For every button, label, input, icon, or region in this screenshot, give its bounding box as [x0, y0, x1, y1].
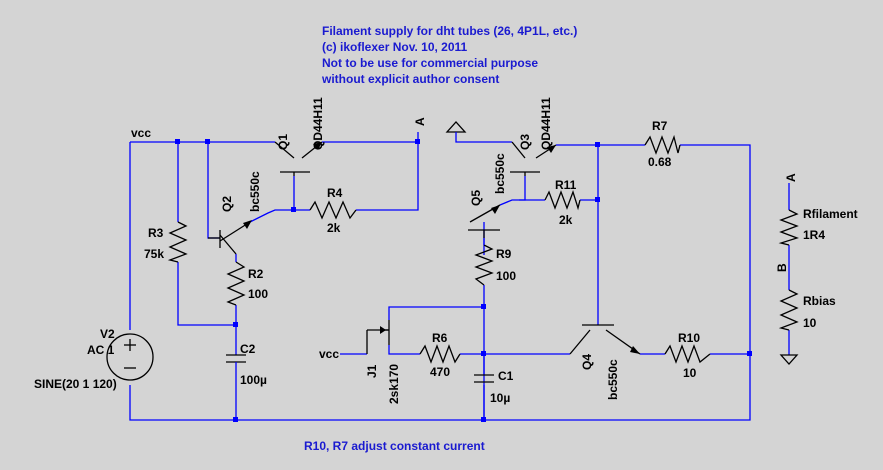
- net-label-vcc-2: vcc: [319, 347, 339, 361]
- label-q2-model: bc550c: [248, 171, 262, 212]
- label-v2-sine: SINE(20 1 120): [34, 377, 117, 391]
- ground-top-symbol: [445, 121, 467, 133]
- label-r11-name: R11: [555, 178, 577, 192]
- label-r10-name: R10: [678, 331, 700, 345]
- label-r2-value: 100: [248, 287, 268, 301]
- ground-load-symbol: [779, 354, 799, 365]
- label-c2-value: 100µ: [240, 373, 267, 387]
- label-q3-model: QD44H11: [539, 97, 553, 150]
- label-r2-name: R2: [248, 267, 264, 281]
- net-label-a-right: A: [784, 173, 798, 182]
- label-r3-name: R3: [148, 226, 164, 240]
- resistor-rbias-symbol: [778, 289, 799, 331]
- note-line-2: (c) ikoflexer Nov. 10, 2011: [322, 40, 468, 54]
- label-r11-value: 2k: [559, 213, 573, 227]
- capacitor-c1-symbol: [474, 374, 494, 383]
- note-line-4: without explicit author consent: [321, 72, 499, 86]
- resistor-r4-symbol: [309, 200, 357, 220]
- note-bottom: R10, R7 adjust constant current: [304, 439, 485, 453]
- label-q1-model: QD44H11: [311, 97, 325, 150]
- label-rbias-value: 10: [803, 316, 817, 330]
- label-q2-name: Q2: [220, 196, 234, 212]
- resistor-rfilament-symbol: [778, 209, 800, 246]
- label-r7-name: R7: [652, 119, 668, 133]
- label-r9-name: R9: [496, 247, 512, 261]
- resistor-r2-symbol: [226, 261, 246, 306]
- resistor-r11-symbol: [544, 189, 581, 211]
- label-r9-value: 100: [496, 269, 516, 283]
- label-v2-name: V2: [100, 327, 115, 341]
- resistor-r10-symbol: [664, 344, 711, 364]
- jfet-j1-symbol: [366, 320, 390, 354]
- resistor-r6-symbol: [419, 344, 461, 364]
- transistor-q5-symbol: [468, 204, 501, 238]
- label-r4-value: 2k: [327, 221, 341, 235]
- label-q4-name: Q4: [580, 354, 594, 370]
- label-r6-value: 470: [430, 365, 450, 379]
- label-c2-name: C2: [240, 342, 256, 356]
- net-label-vcc: vcc: [131, 126, 151, 140]
- transistor-q3-symbol: [510, 141, 557, 176]
- label-q5-name: Q5: [469, 190, 483, 206]
- net-label-a-left: A: [413, 117, 427, 126]
- label-c1-value: 10µ: [490, 391, 510, 405]
- label-j1-model: 2sk170: [387, 364, 401, 404]
- label-r6-name: R6: [432, 331, 448, 345]
- net-label-b: B: [775, 263, 789, 272]
- label-r10-value: 10: [683, 366, 697, 380]
- voltage-source-v2-symbol: [106, 333, 154, 381]
- label-v2-ac: AC 1: [87, 343, 115, 357]
- label-r4-name: R4: [327, 186, 343, 200]
- transistor-q2-symbol: [208, 220, 252, 255]
- note-line-3: Not to be use for commercial purpose: [322, 56, 538, 70]
- label-c1-name: C1: [498, 369, 514, 383]
- resistor-r7-symbol: [644, 134, 681, 155]
- label-q4-model: bc550c: [606, 359, 620, 400]
- label-rfilament-name: Rfilament: [803, 207, 858, 221]
- resistor-r9-symbol: [474, 244, 494, 286]
- label-q3-name: Q3: [518, 134, 532, 150]
- resistor-r3-symbol: [167, 221, 188, 263]
- label-j1-name: J1: [365, 364, 379, 378]
- label-r7-value: 0.68: [648, 155, 672, 169]
- label-q5-model: bc550c: [493, 153, 507, 194]
- transistor-q1-symbol: [274, 141, 323, 176]
- label-r3-value: 75k: [144, 247, 164, 261]
- label-rbias-name: Rbias: [803, 294, 836, 308]
- note-line-1: Filament supply for dht tubes (26, 4P1L,…: [322, 24, 577, 38]
- label-rfilament-value: 1R4: [803, 228, 825, 242]
- capacitor-c2-symbol: [226, 354, 246, 370]
- label-q1-name: Q1: [276, 134, 290, 150]
- transistor-q4-symbol: [569, 324, 641, 355]
- junctions: [175, 139, 752, 422]
